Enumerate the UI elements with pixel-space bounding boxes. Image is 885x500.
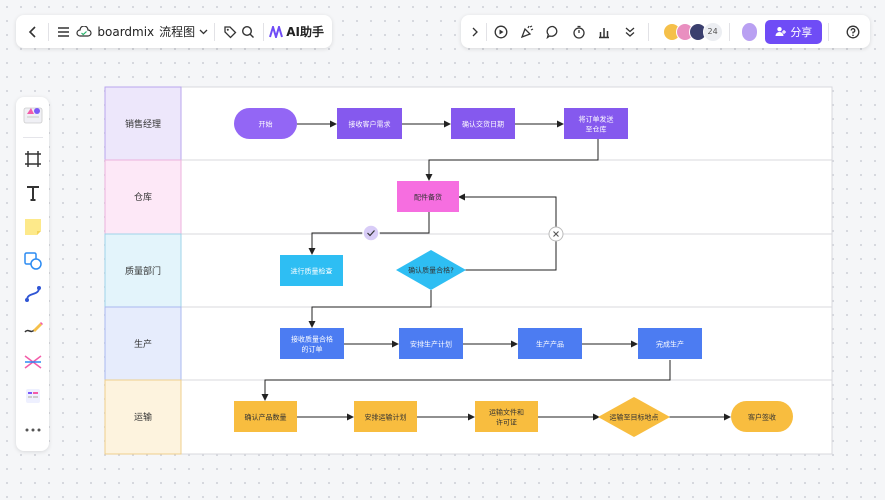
svg-text:安排运输计划: 安排运输计划: [365, 413, 407, 422]
node-send-order[interactable]: 将订单发送 至仓库: [564, 108, 628, 139]
cloud-icon: [76, 26, 92, 37]
lane-label-quality: 质量部门: [125, 265, 161, 277]
mindmap-icon[interactable]: [20, 350, 46, 375]
divider: [647, 22, 649, 41]
chevron-down-icon: [199, 29, 208, 34]
svg-text:客户签收: 客户签收: [748, 413, 776, 422]
lane-label-warehouse: 仓库: [134, 191, 152, 203]
vote-icon[interactable]: [593, 19, 616, 45]
svg-text:安排生产计划: 安排生产计划: [410, 340, 452, 349]
close-icon: [553, 231, 559, 237]
user-avatar[interactable]: [741, 22, 758, 41]
svg-text:确认产品数量: 确认产品数量: [245, 413, 287, 422]
lane-label-production: 生产: [134, 338, 152, 350]
frame-icon[interactable]: [20, 147, 46, 172]
app-name: boardmix: [97, 24, 155, 39]
svg-text:配件备货: 配件备货: [414, 193, 442, 202]
node-start[interactable]: 开始: [234, 108, 297, 139]
doc-title-text: 流程图: [159, 25, 196, 39]
node-shipping-docs[interactable]: 运输文件和 许可证: [475, 401, 538, 432]
share-button[interactable]: 分享: [765, 19, 823, 44]
top-right-toolbar: 24 分享: [461, 15, 870, 48]
celebrate-icon[interactable]: [516, 19, 539, 45]
node-quality-check[interactable]: 进行质量检查: [280, 255, 343, 286]
divider: [828, 22, 830, 41]
divider: [22, 136, 43, 138]
no-marker: [548, 226, 564, 242]
node-schedule-shipping[interactable]: 安排运输计划: [354, 401, 417, 432]
node-confirm-date[interactable]: 确认交货日期: [451, 108, 515, 139]
play-icon[interactable]: [490, 19, 513, 45]
back-icon[interactable]: [24, 19, 42, 45]
more-tools-icon[interactable]: [619, 19, 642, 45]
arrow[interactable]: [261, 360, 671, 401]
sticky-note-icon[interactable]: [20, 214, 46, 239]
svg-text:接收客户需求: 接收客户需求: [349, 120, 391, 129]
lane-label-sales: 销售经理: [125, 118, 161, 130]
collaborator-avatars[interactable]: 24: [662, 21, 723, 42]
collaborator-count: 24: [702, 21, 723, 42]
node-finish-production[interactable]: 完成生产: [638, 328, 702, 359]
svg-text:将订单发送: 将订单发送: [579, 115, 614, 124]
shape-icon[interactable]: [20, 248, 46, 273]
search-icon[interactable]: [239, 19, 257, 45]
svg-text:运输至目标地点: 运输至目标地点: [610, 413, 659, 422]
divider: [485, 22, 487, 41]
divider: [728, 22, 730, 41]
add-user-icon: [775, 27, 787, 36]
text-icon[interactable]: [20, 181, 46, 206]
ai-assistant-button[interactable]: AI助手: [269, 23, 324, 40]
node-schedule-production[interactable]: 安排生产计划: [399, 328, 463, 359]
connector-icon[interactable]: [20, 282, 46, 307]
ai-icon: [269, 25, 284, 38]
divider: [214, 22, 215, 41]
node-receive-order[interactable]: 接收质量合格 的订单: [280, 328, 344, 359]
yes-marker: [362, 224, 380, 242]
left-toolbar: [16, 97, 49, 451]
ai-assistant-label: AI助手: [286, 25, 324, 39]
timer-icon[interactable]: [567, 19, 590, 45]
svg-text:确认交货日期: 确认交货日期: [462, 120, 504, 129]
templates-icon[interactable]: [20, 103, 46, 128]
svg-text:生产产品: 生产产品: [536, 340, 564, 349]
node-ship-to[interactable]: 运输至目标地点: [598, 397, 670, 437]
node-produce[interactable]: 生产产品: [518, 328, 582, 359]
svg-text:完成生产: 完成生产: [656, 340, 684, 349]
pen-icon[interactable]: [20, 316, 46, 341]
svg-text:的订单: 的订单: [302, 345, 323, 354]
arrow[interactable]: [308, 290, 432, 328]
node-customer-sign[interactable]: 客户签收: [731, 401, 793, 432]
tag-icon[interactable]: [221, 19, 239, 45]
check-icon: [367, 230, 375, 237]
node-receive-demand[interactable]: 接收客户需求: [337, 108, 402, 139]
chevron-right-icon[interactable]: [467, 19, 483, 45]
menu-icon[interactable]: [55, 19, 73, 45]
top-left-toolbar: boardmix 流程图 AI助手: [16, 15, 332, 48]
svg-text:开始: 开始: [259, 120, 273, 129]
document-title[interactable]: boardmix 流程图: [76, 23, 208, 40]
more-icon[interactable]: [20, 417, 46, 442]
node-parts-prep[interactable]: 配件备货: [397, 181, 459, 212]
svg-text:许可证: 许可证: [496, 418, 517, 427]
svg-text:进行质量检查: 进行质量检查: [291, 267, 333, 276]
divider: [262, 22, 264, 41]
arrow[interactable]: [425, 139, 599, 181]
svg-text:接收质量合格: 接收质量合格: [291, 335, 333, 344]
comment-icon[interactable]: [541, 19, 564, 45]
node-confirm-quantity[interactable]: 确认产品数量: [234, 401, 297, 432]
help-icon[interactable]: [841, 19, 864, 45]
svg-text:至仓库: 至仓库: [586, 125, 607, 134]
svg-text:运输文件和: 运输文件和: [489, 408, 524, 417]
node-confirm-quality[interactable]: 确认质量合格?: [396, 250, 466, 290]
table-icon[interactable]: [20, 383, 46, 408]
connectors: [261, 120, 731, 421]
svg-text:确认质量合格?: 确认质量合格?: [408, 266, 454, 275]
share-label: 分享: [790, 25, 813, 39]
lane-label-shipping: 运输: [134, 411, 152, 423]
divider: [47, 22, 49, 41]
